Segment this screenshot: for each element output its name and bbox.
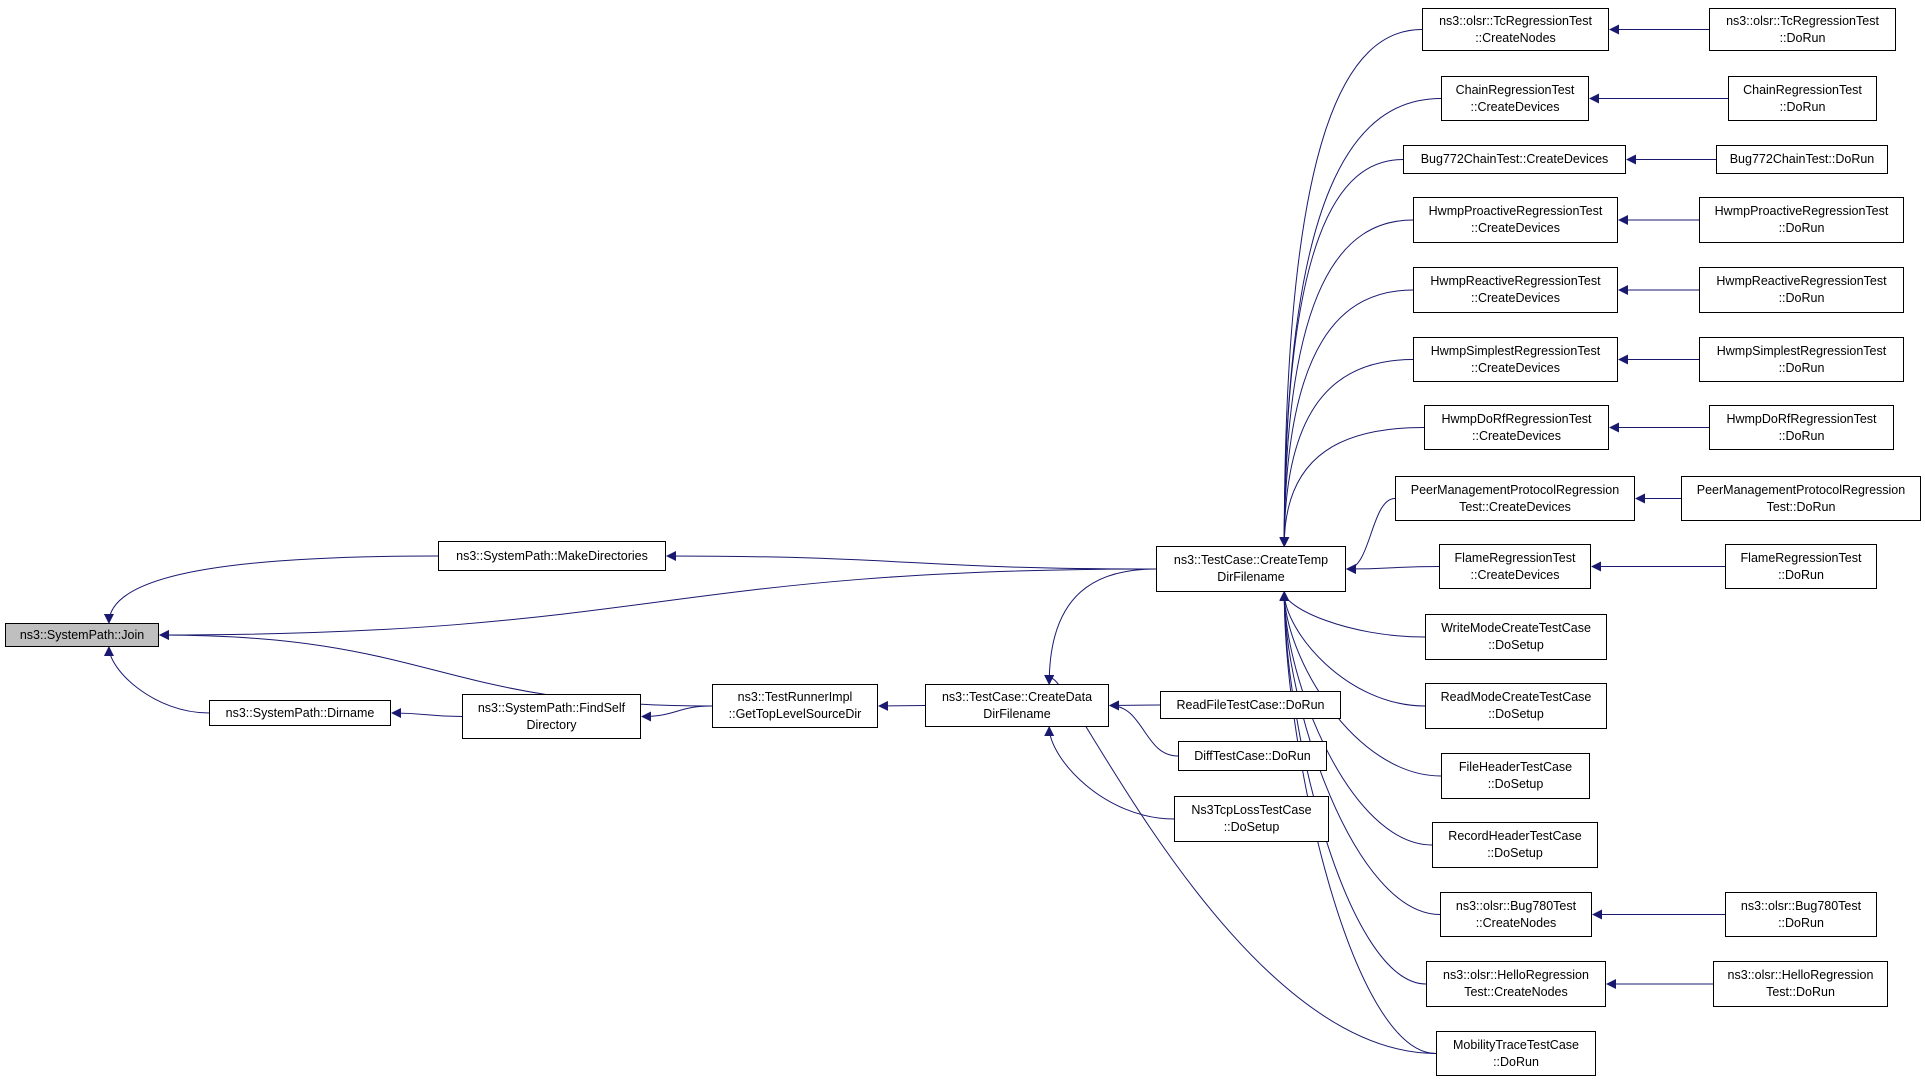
node-systempath-join: ns3::SystemPath::Join — [5, 623, 159, 647]
node-systempath-dirname[interactable]: ns3::SystemPath::Dirname — [209, 700, 391, 726]
edge-flame_cd-to-createtemp — [1346, 563, 1440, 574]
node-flameregressiontest-dorun[interactable]: FlameRegressionTest::DoRun — [1725, 544, 1877, 589]
node-systempath-makedirectories[interactable]: ns3::SystemPath::MakeDirectories — [438, 541, 666, 571]
node-hwmpdorfregressiontest-createdevices[interactable]: HwmpDoRfRegressionTest::CreateDevices — [1424, 405, 1609, 450]
node-hwmpdorfregressiontest-dorun[interactable]: HwmpDoRfRegressionTest::DoRun — [1709, 405, 1894, 450]
edge-createtemp-to-createdata — [1044, 568, 1157, 685]
node-writemodecreatetestcase-dosetup[interactable]: WriteModeCreateTestCase::DoSetup — [1425, 614, 1607, 660]
node-olsr-tcregressiontest-dorun[interactable]: ns3::olsr::TcRegressionTest::DoRun — [1709, 8, 1896, 51]
node-chainregressiontest-createdevices[interactable]: ChainRegressionTest::CreateDevices — [1441, 76, 1589, 121]
node-readmodecreatetestcase-dosetup[interactable]: ReadModeCreateTestCase::DoSetup — [1425, 683, 1607, 729]
edge-bug772_cd-to-createtemp — [1279, 159, 1404, 547]
node-flameregressiontest-createdevices[interactable]: FlameRegressionTest::CreateDevices — [1439, 544, 1591, 589]
node-testrunnerimpl-gettoplevelsourcedir[interactable]: ns3::TestRunnerImpl::GetTopLevelSourceDi… — [712, 684, 878, 728]
edge-bug780_cn-to-createtemp — [1279, 591, 1441, 915]
node-hwmpproactiveregressiontest-dorun[interactable]: HwmpProactiveRegressionTest::DoRun — [1699, 197, 1904, 243]
edge-mobility-to-createtemp — [1279, 591, 1437, 1054]
edge-createtemp-to-makedirs — [666, 551, 1157, 570]
node-fileheadertestcase-dosetup[interactable]: FileHeaderTestCase::DoSetup — [1441, 753, 1590, 799]
node-hwmpsimplestregressiontest-dorun[interactable]: HwmpSimplestRegressionTest::DoRun — [1699, 337, 1904, 382]
node-ns3tcplosstestcase-dosetup[interactable]: Ns3TcpLossTestCase::DoSetup — [1174, 796, 1329, 842]
edge-tc_cn-to-createtemp — [1279, 29, 1423, 547]
node-recordheadertestcase-dosetup[interactable]: RecordHeaderTestCase::DoSetup — [1432, 822, 1598, 868]
node-chainregressiontest-dorun[interactable]: ChainRegressionTest::DoRun — [1728, 76, 1877, 121]
node-bug772chaintest-dorun[interactable]: Bug772ChainTest::DoRun — [1716, 145, 1888, 174]
node-olsr-bug780test-createnodes[interactable]: ns3::olsr::Bug780Test::CreateNodes — [1440, 892, 1592, 937]
edge-dirname-to-join — [103, 646, 210, 714]
edge-createdata-to-gettoplevel — [878, 700, 926, 711]
edge-readmode-to-createtemp — [1279, 591, 1426, 707]
edge-hwmpd_cd-to-createtemp — [1279, 427, 1425, 547]
edge-hwmps_cd-to-createtemp — [1279, 359, 1414, 547]
edge-difftest-to-createdata — [1109, 700, 1179, 757]
node-readfiletestcase-dorun[interactable]: ReadFileTestCase::DoRun — [1160, 691, 1341, 719]
edge-ns3tcp-to-createdata — [1044, 726, 1175, 820]
node-difftestcase-dorun[interactable]: DiffTestCase::DoRun — [1178, 741, 1327, 771]
edge-gettoplevel-to-findself — [641, 705, 713, 722]
node-bug772chaintest-createdevices[interactable]: Bug772ChainTest::CreateDevices — [1403, 145, 1626, 174]
node-hwmpproactiveregressiontest-createdevices[interactable]: HwmpProactiveRegressionTest::CreateDevic… — [1413, 197, 1618, 243]
edge-makedirs-to-join — [103, 555, 439, 624]
edge-findself-to-dirname — [391, 708, 463, 719]
edge-recordheader-to-createtemp — [1279, 591, 1433, 846]
node-hwmpsimplestregressiontest-createdevices[interactable]: HwmpSimplestRegressionTest::CreateDevice… — [1413, 337, 1618, 382]
node-olsr-bug780test-dorun[interactable]: ns3::olsr::Bug780Test::DoRun — [1725, 892, 1877, 937]
edge-hwmpp_cd-to-createtemp — [1279, 219, 1414, 547]
node-hwmpreactiveregressiontest-dorun[interactable]: HwmpReactiveRegressionTest::DoRun — [1699, 267, 1904, 313]
edge-createtemp-to-join — [159, 568, 1157, 640]
node-olsr-tcregressiontest-createnodes[interactable]: ns3::olsr::TcRegressionTest::CreateNodes — [1422, 8, 1609, 51]
node-hwmpreactiveregressiontest-createdevices[interactable]: HwmpReactiveRegressionTest::CreateDevice… — [1413, 267, 1618, 313]
node-mobilitytracetestcase-dorun[interactable]: MobilityTraceTestCase::DoRun — [1436, 1031, 1596, 1076]
edge-hwmpr_cd-to-createtemp — [1279, 289, 1414, 547]
